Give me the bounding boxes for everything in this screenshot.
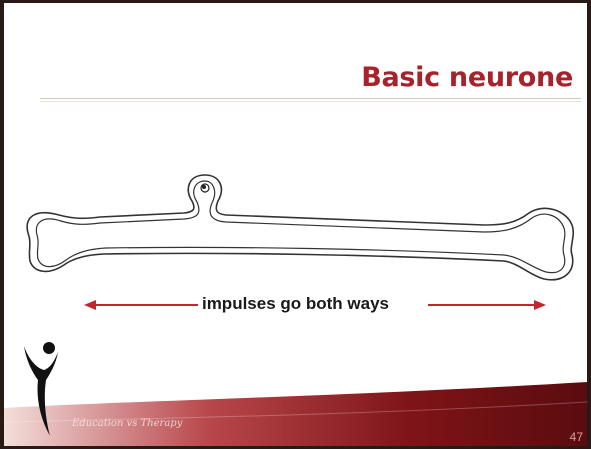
nucleolus — [202, 185, 206, 189]
neurone-outer-outline — [27, 175, 573, 280]
slide: Basic neurone impulses go both ways — [4, 3, 587, 446]
caption-text: impulses go both ways — [198, 294, 393, 313]
logo-figure-icon — [22, 338, 62, 438]
logo-wordmark: Education vs Therapy — [72, 418, 182, 429]
diagram-caption: impulses go both ways — [4, 294, 587, 314]
page-number: 47 — [570, 430, 583, 444]
footer-band — [4, 378, 587, 446]
neurone-inner-outline — [36, 181, 564, 273]
